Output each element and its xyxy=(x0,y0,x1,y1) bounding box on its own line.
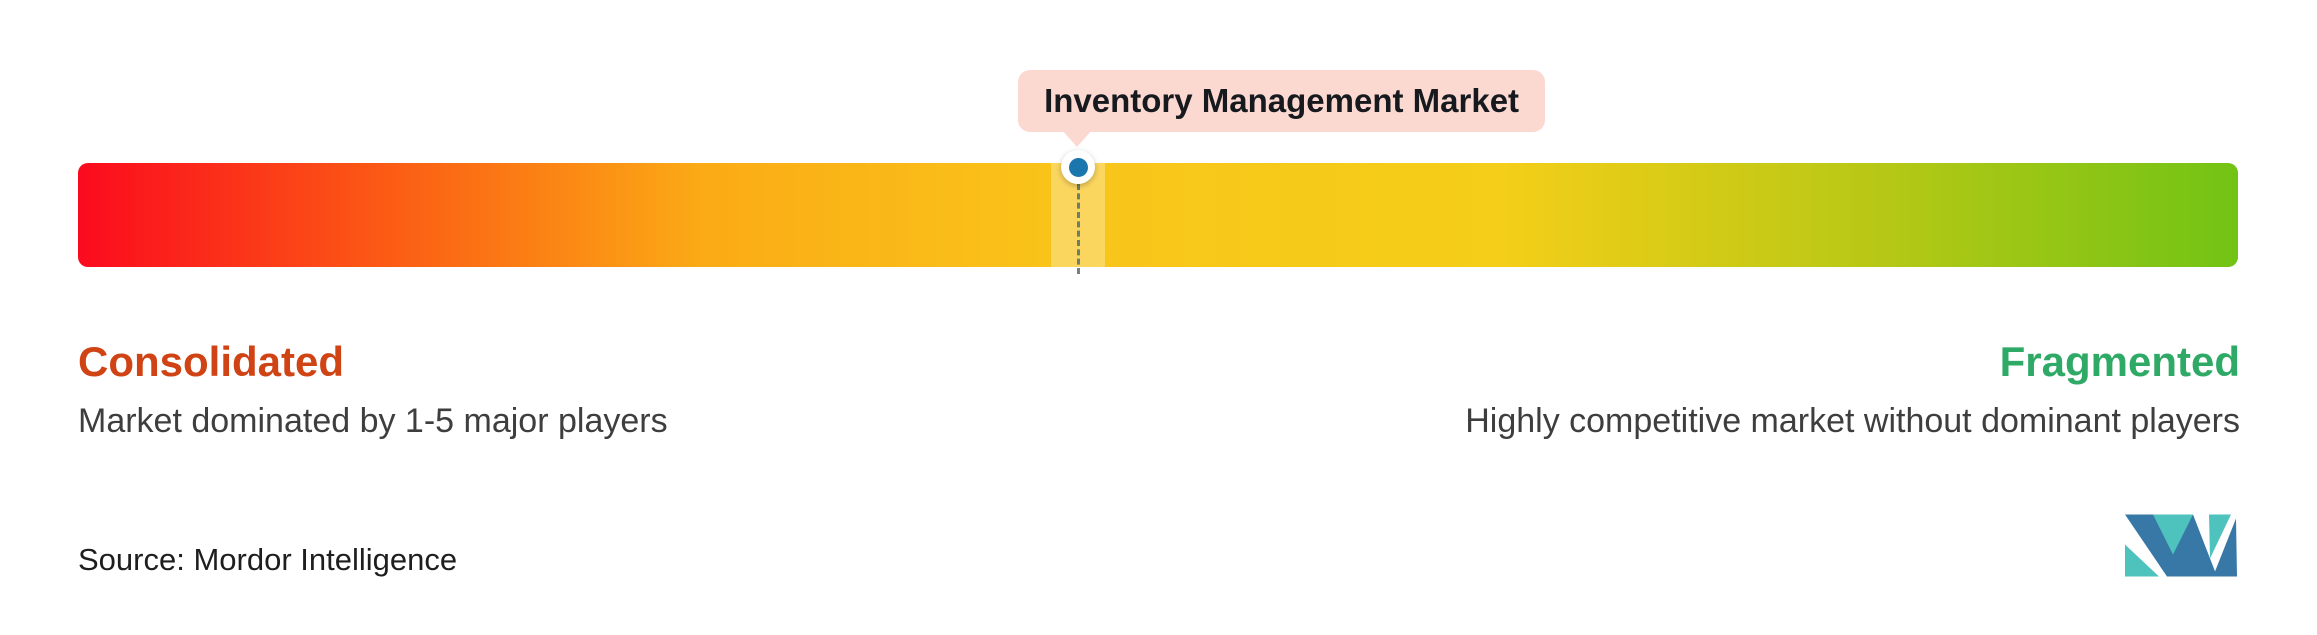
logo-center-triangle xyxy=(2153,514,2193,555)
position-marker-dot xyxy=(1068,157,1088,177)
concentration-bar xyxy=(78,163,2238,267)
source-text: Source: Mordor Intelligence xyxy=(78,542,458,577)
fragmented-title: Fragmented xyxy=(1999,338,2240,385)
logo-right-top-triangle xyxy=(2209,514,2231,559)
fragmented-subtitle: Highly competitive market without domina… xyxy=(1465,402,2240,440)
tooltip-tail xyxy=(1062,130,1093,148)
logo-right-bottom-shape xyxy=(2213,518,2237,577)
market-tooltip: Inventory Management Market xyxy=(1018,70,1546,148)
consolidated-subtitle: Market dominated by 1-5 major players xyxy=(78,402,668,440)
position-marker xyxy=(1061,150,1096,184)
marker-dash-line xyxy=(1076,184,1080,274)
mordor-intelligence-logo xyxy=(2125,514,2237,577)
market-tooltip-label: Inventory Management Market xyxy=(1044,82,1520,119)
logo-bottom-left-triangle xyxy=(2125,544,2159,577)
consolidated-title: Consolidated xyxy=(78,338,345,385)
